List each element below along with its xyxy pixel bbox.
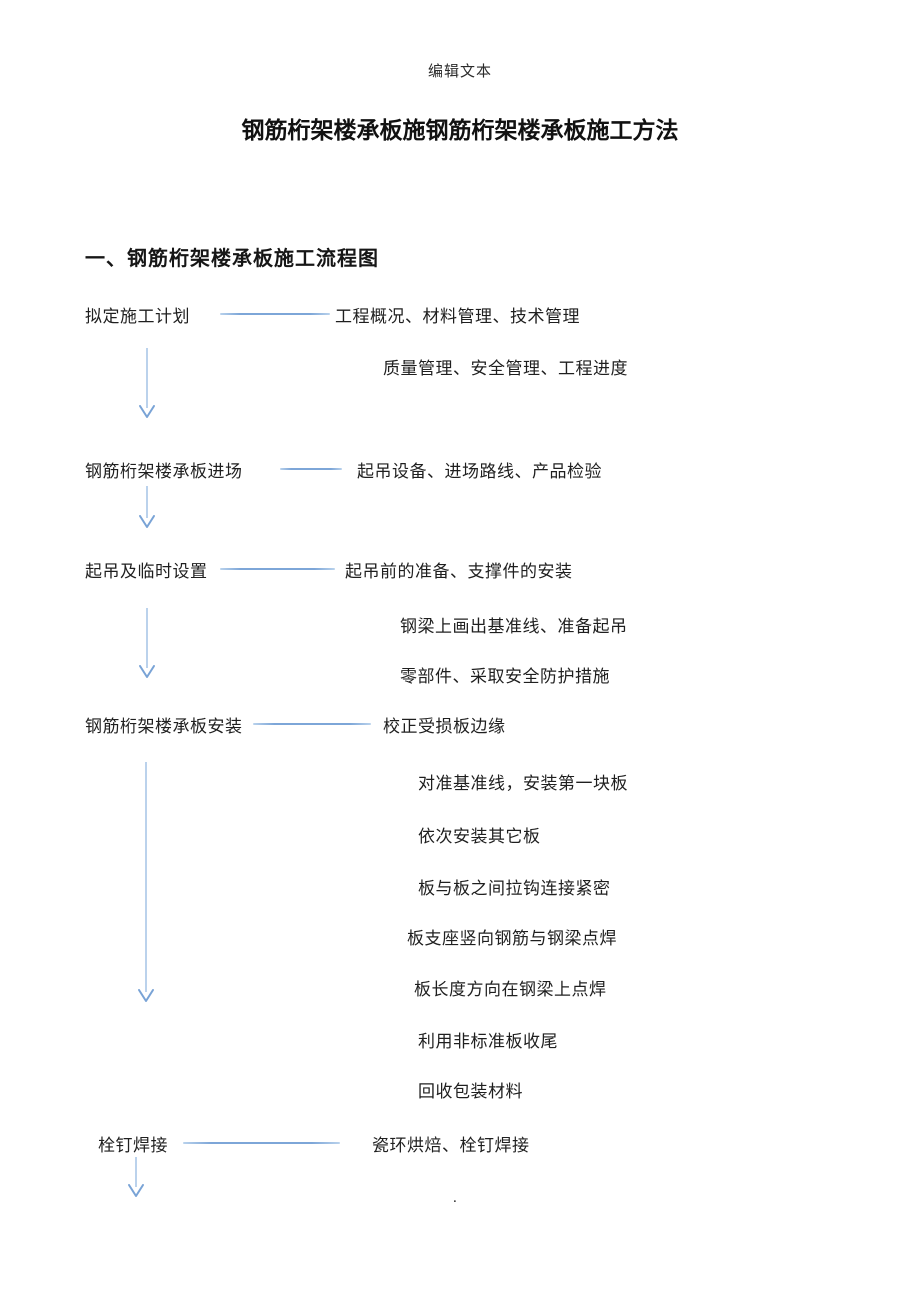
section-heading: 一、钢筋桁架楼承板施工流程图 — [85, 248, 379, 270]
flow-step4-label: 钢筋桁架楼承板安装 — [85, 717, 243, 736]
flow-step4-note8: 回收包装材料 — [418, 1082, 523, 1101]
flow-step4-note5: 板支座竖向钢筋与钢梁点焊 — [407, 929, 617, 948]
flow-step1-note1: 工程概况、材料管理、技术管理 — [335, 307, 580, 326]
connector-line — [220, 568, 335, 570]
connector-line — [253, 723, 371, 725]
flow-step2-note1: 起吊设备、进场路线、产品检验 — [357, 462, 602, 481]
down-arrow-icon — [138, 762, 154, 1002]
trailing-period: . — [453, 1190, 457, 1206]
page-header-text: 编辑文本 — [427, 64, 492, 80]
flow-step1-label: 拟定施工计划 — [85, 307, 190, 326]
flow-step4-note3: 依次安装其它板 — [418, 827, 541, 846]
flow-step4-note2: 对准基准线，安装第一块板 — [418, 774, 628, 793]
down-arrow-icon — [128, 1157, 144, 1197]
flow-step4-note4: 板与板之间拉钩连接紧密 — [418, 879, 611, 898]
flow-step3-note3: 零部件、采取安全防护措施 — [400, 667, 610, 686]
flow-step4-note1: 校正受损板边缘 — [383, 717, 506, 736]
connector-line — [183, 1142, 340, 1144]
flow-step3-note2: 钢梁上画出基准线、准备起吊 — [400, 617, 628, 636]
down-arrow-icon — [139, 486, 155, 528]
flow-step3-note1: 起吊前的准备、支撑件的安装 — [345, 562, 573, 581]
flow-step5-note1: 瓷环烘焙、栓钉焊接 — [372, 1136, 530, 1155]
flow-step3-label: 起吊及临时设置 — [85, 562, 208, 581]
connector-line — [280, 468, 342, 470]
flow-step4-note6: 板长度方向在钢梁上点焊 — [414, 980, 607, 999]
flow-step1-note2: 质量管理、安全管理、工程进度 — [383, 359, 628, 378]
down-arrow-icon — [139, 608, 155, 678]
down-arrow-icon — [139, 348, 155, 418]
connector-line — [220, 313, 330, 315]
flow-step4-note7: 利用非标准板收尾 — [418, 1032, 558, 1051]
document-title: 钢筋桁架楼承板施钢筋桁架楼承板施工方法 — [241, 118, 679, 143]
flow-step5-label: 栓钉焊接 — [98, 1136, 168, 1155]
flow-step2-label: 钢筋桁架楼承板进场 — [85, 462, 243, 481]
